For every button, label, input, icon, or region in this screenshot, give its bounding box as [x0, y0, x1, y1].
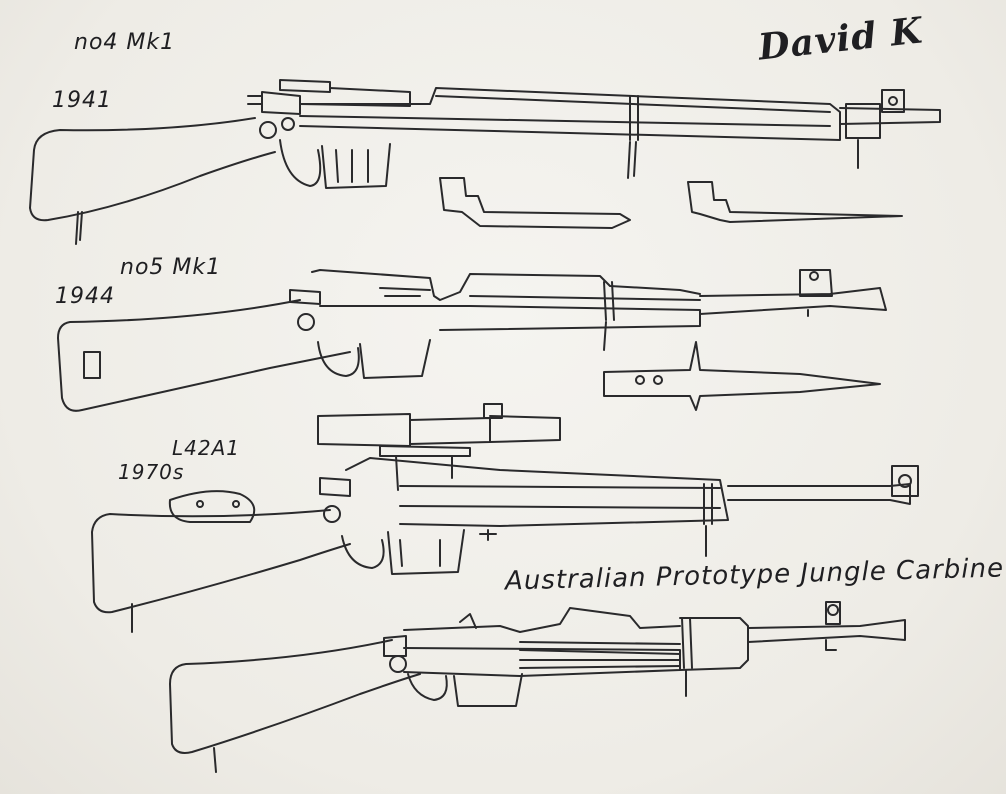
rifle-3-year-label: 1970s — [118, 460, 185, 484]
rifle-1-model-label: no4 Mk1 — [74, 30, 176, 55]
rifle-2-drawing — [57, 269, 887, 412]
rifle-1-drawing — [29, 79, 941, 245]
rifle-4-drawing — [169, 601, 906, 773]
rifle-3-drawing — [91, 403, 919, 633]
rifle-2-year-label: 1944 — [55, 284, 115, 309]
rifle-3-model-label: L42A1 — [172, 436, 240, 460]
rifle-1-year-label: 1941 — [52, 88, 112, 113]
rifle-2-model-label: no5 Mk1 — [120, 255, 222, 280]
